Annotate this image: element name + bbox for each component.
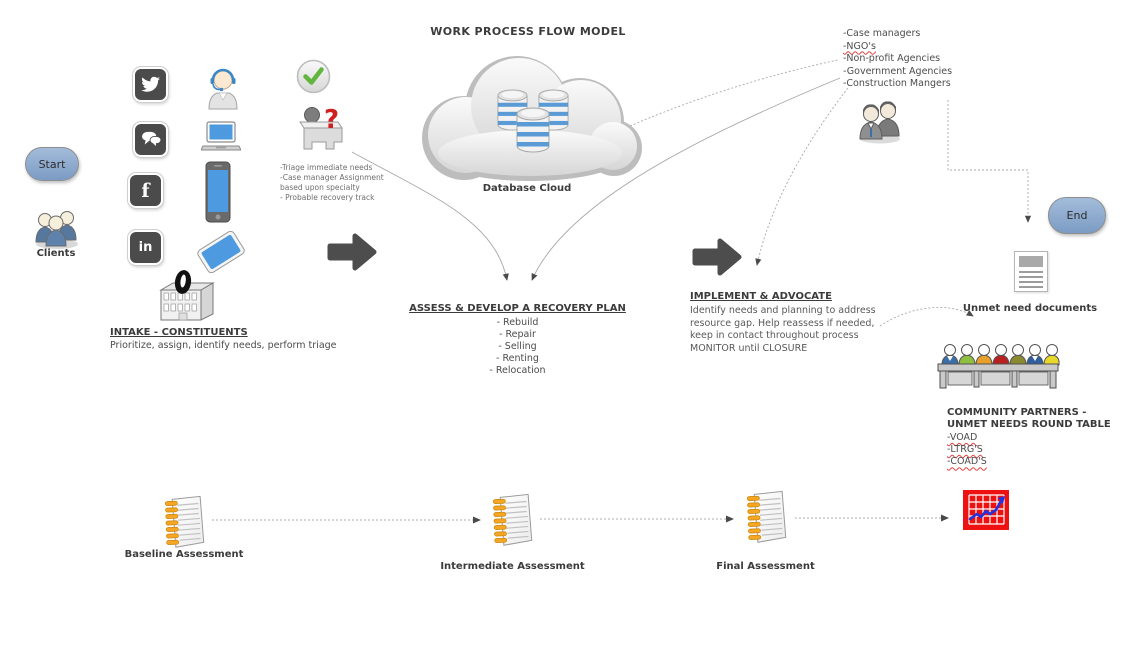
implement-line: keep in contact throughout process (690, 330, 859, 342)
round-table-icon (937, 344, 1060, 389)
agency-item: -Construction Mangers (843, 78, 951, 90)
clients-icon (35, 211, 78, 249)
end-label: End (1066, 209, 1088, 222)
support-agent-icon (208, 68, 238, 110)
smartphone-icon (205, 161, 231, 223)
chat-bubbles (141, 131, 161, 148)
assess-item: - Rebuild (496, 317, 539, 328)
community-title: COMMUNITY PARTNERS - UNMET NEEDS ROUND T… (947, 407, 1111, 432)
community-item: -VOAD (947, 432, 978, 443)
final-assessment-label: Final Assessment (716, 561, 815, 572)
linkedin-glyph: in (138, 240, 153, 255)
start-node: Start (25, 147, 79, 181)
triage-note-line: - Probable recovery track (280, 193, 375, 202)
community-items: -VOAD -LTRG'S -COAD'S (947, 432, 987, 469)
assess-item: - Selling (498, 341, 537, 352)
assess-title: ASSESS & DEVELOP A RECOVERY PLAN (409, 303, 626, 314)
implement-line: resource gap. Help reassess if needed, (690, 317, 875, 329)
intake-office-icon (159, 270, 215, 321)
agency-item: -Case managers (843, 28, 921, 39)
agency-item: -NGO's (843, 40, 876, 52)
checkmark-icon (296, 59, 331, 94)
facebook-glyph: f (141, 179, 150, 202)
triage-note-line: -Case manager Assignment (280, 173, 384, 182)
laptop-icon (201, 121, 241, 151)
implement-line: Identify needs and planning to address (690, 305, 876, 316)
implement-body: Identify needs and planning to address r… (690, 305, 890, 355)
process-arrow-1 (327, 233, 377, 271)
twitter-bird (140, 76, 160, 92)
assess-item: - Repair (499, 329, 536, 340)
start-label: Start (38, 157, 66, 171)
unmet-documents-icon (1014, 251, 1048, 292)
document-line (1019, 276, 1043, 278)
diagram-title: WORK PROCESS FLOW MODEL (430, 25, 626, 38)
document-line (1019, 286, 1043, 288)
intermediate-assessment-icon (490, 492, 534, 548)
database-cloud-icon (422, 56, 642, 181)
intermediate-assessment-label: Intermediate Assessment (440, 561, 585, 572)
document-line (1019, 281, 1043, 283)
community-title-line: COMMUNITY PARTNERS - (947, 407, 1087, 418)
agencies-list: -Case managers -NGO's -Non-profit Agenci… (843, 28, 952, 91)
linkedin-icon: in (128, 230, 163, 265)
database-cloud-label: Database Cloud (482, 183, 572, 194)
clients-label: Clients (36, 248, 76, 259)
baseline-assessment-icon (162, 494, 206, 550)
twitter-icon (133, 67, 168, 102)
chat-icon (133, 122, 168, 157)
implement-line: MONITOR until CLOSURE (690, 342, 808, 354)
agency-item: -Non-profit Agencies (843, 53, 941, 65)
assess-items: - Rebuild - Repair - Selling - Renting -… (400, 317, 635, 377)
document-line (1019, 271, 1043, 273)
document-header (1019, 256, 1043, 267)
tablet-icon (197, 231, 245, 273)
triage-note-line: based upon specialty (280, 183, 360, 192)
process-arrow-2 (692, 238, 742, 276)
case-managers-icon (859, 101, 900, 144)
results-chart-icon (963, 490, 1009, 530)
assess-item: - Renting (496, 353, 539, 364)
community-item: -COAD'S (947, 456, 987, 468)
end-node: End (1048, 197, 1106, 234)
unmet-documents-label: Unmet need documents (962, 303, 1098, 314)
triage-desk-icon: ? (299, 105, 343, 150)
question-glyph: ? (324, 105, 339, 135)
assess-item: - Relocation (489, 365, 546, 376)
triage-note-line: -Triage immediate needs (280, 163, 373, 172)
intake-title: INTAKE - CONSTITUENTS (110, 327, 248, 338)
final-assessment-icon (744, 489, 788, 545)
implement-title: IMPLEMENT & ADVOCATE (690, 291, 832, 302)
triage-notes: -Triage immediate needs -Case manager As… (280, 163, 392, 203)
community-title-line: UNMET NEEDS ROUND TABLE (947, 419, 1111, 431)
community-item: -LTRG'S (947, 444, 983, 456)
facebook-icon: f (128, 173, 163, 208)
baseline-assessment-label: Baseline Assessment (124, 549, 244, 560)
agency-item: -Government Agencies (843, 65, 953, 77)
intake-subtitle: Prioritize, assign, identify needs, perf… (110, 340, 337, 351)
